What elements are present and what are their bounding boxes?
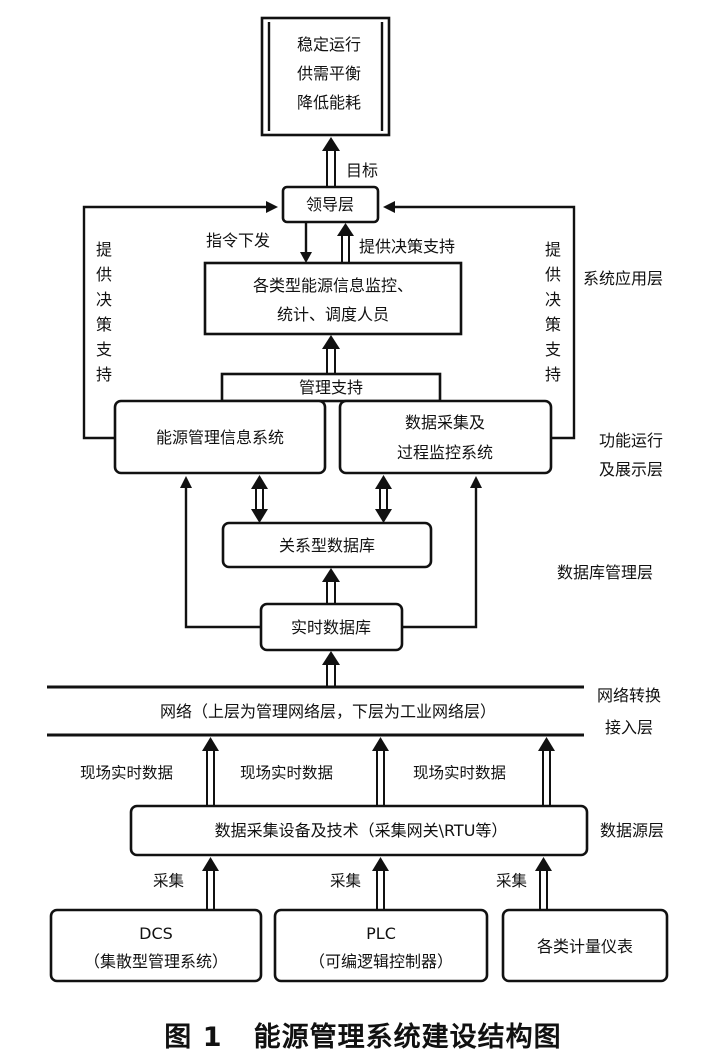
goal-box: 稳定运行 供需平衡 降低能耗 [260,16,391,137]
layer-source: 数据源层 [600,821,664,840]
management-support-label: 管理支持 [299,378,363,397]
meters-box [501,908,669,983]
layer-application: 系统应用层 [583,269,663,288]
realtime-to-ems-line [180,476,261,629]
layer-function-2: 及展示层 [599,460,663,479]
realtime-data-arrow-3 [538,737,555,806]
plc-line-1: PLC [366,924,396,943]
plc-line-2: （可编逻辑控制器） [309,952,453,971]
realtime-data-label-1: 现场实时数据 [80,764,173,782]
realtime-data-arrow-1 [202,737,219,806]
scada-line-2: 过程监控系统 [397,443,493,462]
operators-double-arrow [322,335,340,374]
acquisition-box [129,804,589,857]
leader-label: 领导层 [306,195,354,214]
collect-arrow-2 [372,857,389,910]
scada-line-1: 数据采集及 [405,413,485,432]
collect-arrow-1 [202,857,219,910]
collect-label-1: 采集 [153,872,184,890]
svg-text:提: 提 [545,240,561,259]
layer-network-1: 网络转换 [597,686,661,705]
realtime-data-label-3: 现场实时数据 [413,764,506,782]
goal-line-3: 降低能耗 [297,93,361,112]
dcs-line-1: DCS [139,924,173,943]
relational-db-box [221,521,433,569]
goal-label: 目标 [346,161,378,180]
svg-text:策: 策 [545,315,561,334]
svg-text:持: 持 [545,365,561,384]
svg-text:决: 决 [96,290,112,309]
decision-support-label: 提供决策支持 [359,237,455,256]
collect-label-2: 采集 [330,872,361,890]
operators-box [203,261,463,336]
scada-box [338,399,553,475]
layer-function-1: 功能运行 [599,431,663,450]
layer-database: 数据库管理层 [557,563,653,582]
dcs-line-2: （集散型管理系统） [84,952,228,971]
plc-box [273,908,489,983]
operators-line-1: 各类型能源信息监控、 [253,276,413,295]
collect-arrow-3 [535,857,552,910]
acquisition-label: 数据采集设备及技术（采集网关\RTU等） [215,821,508,840]
scada-db-bidirectional-arrow [375,475,392,523]
dcs-box [49,908,263,983]
network-label: 网络（上层为管理网络层，下层为工业网络层） [160,702,496,721]
leader-box [281,185,380,224]
realtime-db-label: 实时数据库 [291,618,371,637]
relational-db-label: 关系型数据库 [279,536,375,555]
right-support-vertical-text: 提 供 决 策 支 持 [545,240,561,384]
svg-text:供: 供 [96,265,112,284]
support-up-double-arrow [337,223,354,265]
svg-text:支: 支 [545,340,561,359]
svg-text:持: 持 [96,365,112,384]
operators-line-2: 统计、调度人员 [277,305,389,324]
svg-text:决: 决 [545,290,561,309]
layer-network-2: 接入层 [605,718,653,737]
goal-double-arrow [322,137,340,187]
goal-line-2: 供需平衡 [297,64,361,83]
svg-text:提: 提 [96,240,112,259]
ems-box [113,399,327,475]
ems-db-bidirectional-arrow [251,475,268,523]
left-feedback-loop [82,201,278,440]
left-support-vertical-text: 提 供 决 策 支 持 [96,240,112,384]
realtime-to-relational-arrow [322,568,340,604]
goal-line-1: 稳定运行 [297,35,361,54]
right-feedback-loop [383,201,576,440]
realtime-data-label-2: 现场实时数据 [240,764,333,782]
ems-label: 能源管理信息系统 [156,428,284,447]
command-label: 指令下发 [206,231,270,250]
svg-text:供: 供 [545,265,561,284]
management-support-bar [220,372,442,403]
collect-label-3: 采集 [496,872,527,890]
command-down-arrow [300,222,312,263]
realtime-data-arrow-2 [372,737,389,806]
meters-label: 各类计量仪表 [537,937,633,956]
network-to-realtime-arrow [322,651,340,687]
svg-text:支: 支 [96,340,112,359]
figure-caption: 图 1 能源管理系统建设结构图 [164,1021,561,1053]
svg-text:策: 策 [96,315,112,334]
realtime-to-scada-line [402,476,482,629]
